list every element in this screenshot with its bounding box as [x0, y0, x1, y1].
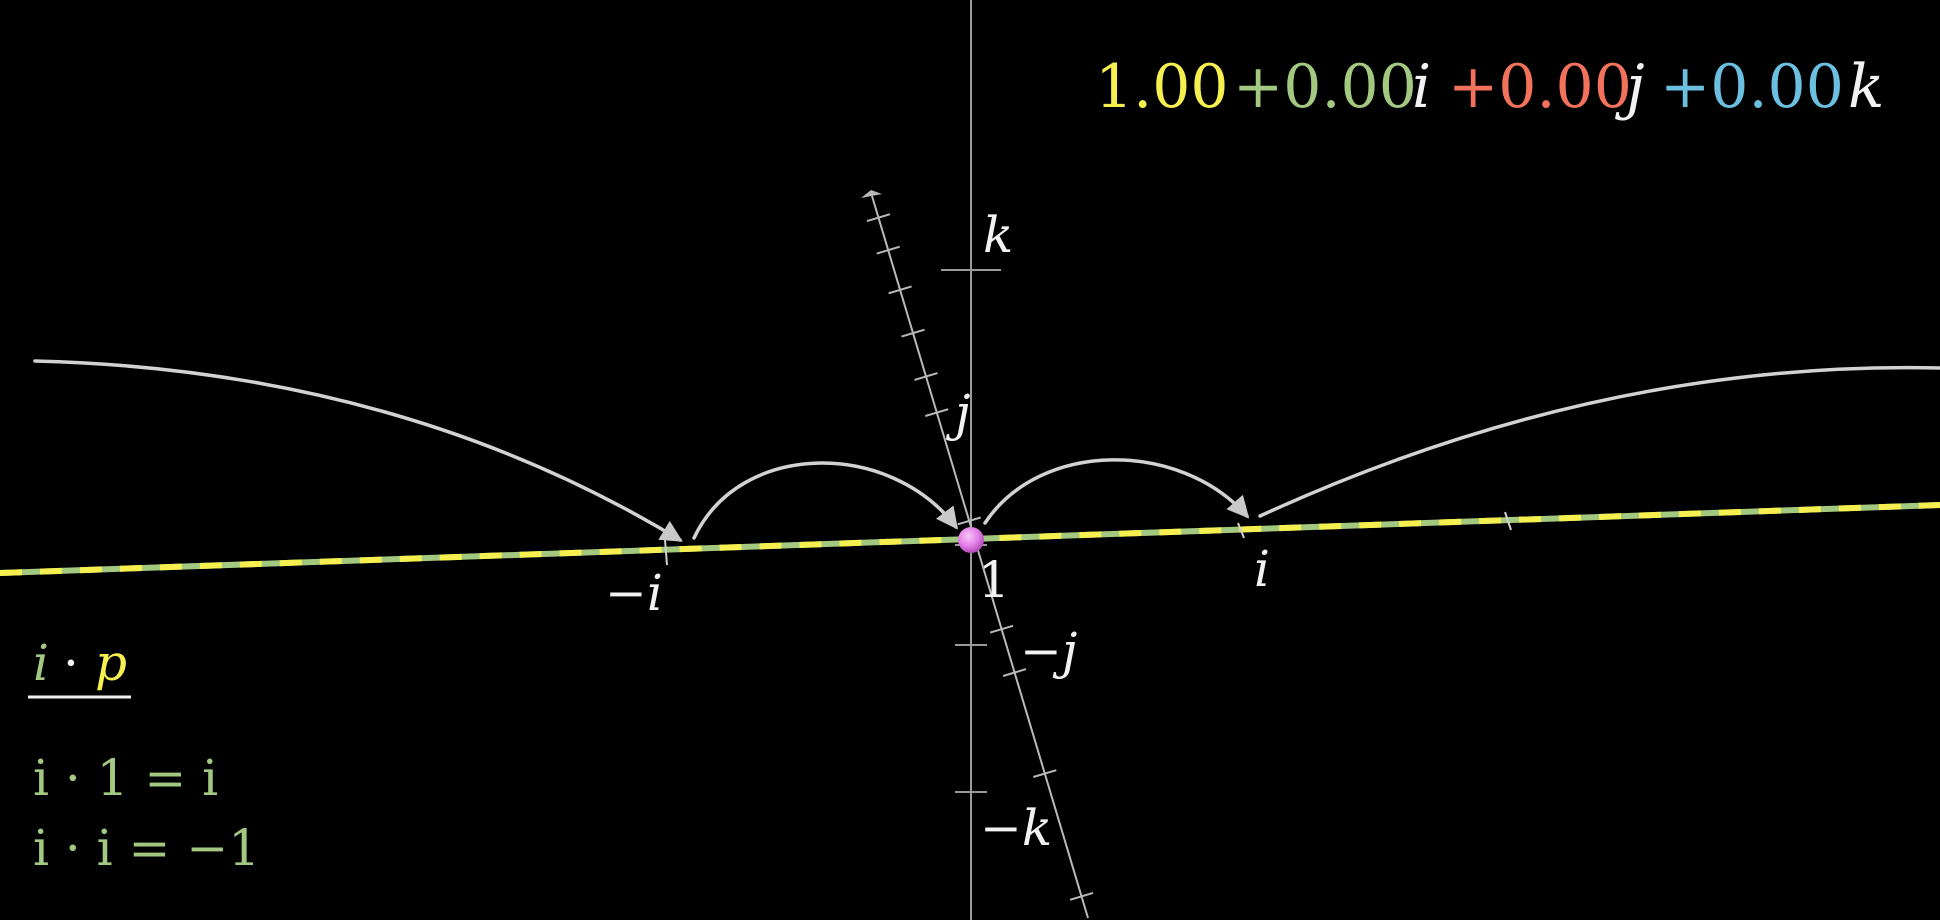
j-axis-tick [989, 624, 1014, 634]
readout-real: 1.00 [1095, 52, 1229, 122]
label-i: i [1254, 540, 1270, 598]
label-one: 1 [978, 551, 1010, 609]
readout-k-unit: k [1848, 52, 1884, 122]
j-axis-line [871, 195, 1089, 919]
unit-point [958, 527, 984, 553]
i-axis-ticks [664, 511, 1512, 566]
legend-title-p: p [95, 634, 127, 692]
j-axis-tick [1033, 769, 1057, 778]
legend-line-2: i · i = −1 [33, 819, 260, 877]
j-axis-ticks [866, 213, 1094, 901]
j-axis-tick [957, 516, 981, 526]
rotation-arrows [33, 359, 1940, 542]
j-axis-tick [1002, 668, 1027, 677]
label-neg-j: −j [1020, 622, 1077, 680]
legend-line-1: i · 1 = i [33, 749, 218, 807]
j-axis-tick [925, 408, 949, 417]
label-k: k [983, 206, 1013, 264]
label-neg-k: −k [980, 799, 1052, 857]
j-axis-tick [876, 245, 900, 255]
readout-i-unit: i [1412, 52, 1431, 122]
j-axis-tick [866, 213, 891, 223]
multiplication-legend: i · p i · 1 = i i · i = −1 [28, 634, 260, 877]
arrow-right-hop [983, 458, 1250, 525]
readout-j-coef: +0.00 [1448, 52, 1632, 122]
j-axis-arrowhead [861, 190, 882, 198]
j-axis-tick [888, 285, 912, 295]
label-neg-i: −i [605, 564, 663, 622]
j-axis-tick [914, 372, 938, 381]
arrow-left-hop [692, 461, 958, 540]
quaternion-readout: 1.00 +0.00 i +0.00 j +0.00 k [1095, 52, 1884, 122]
j-axis-tick [1069, 891, 1094, 901]
arrow-far-right [1258, 365, 1940, 518]
j-axis-tick [901, 328, 925, 338]
legend-title-dot: · [63, 634, 79, 692]
readout-k-coef: +0.00 [1660, 52, 1844, 122]
arrow-far-left [33, 359, 683, 542]
legend-title-i: i [33, 634, 49, 692]
readout-i-coef: +0.00 [1233, 52, 1417, 122]
